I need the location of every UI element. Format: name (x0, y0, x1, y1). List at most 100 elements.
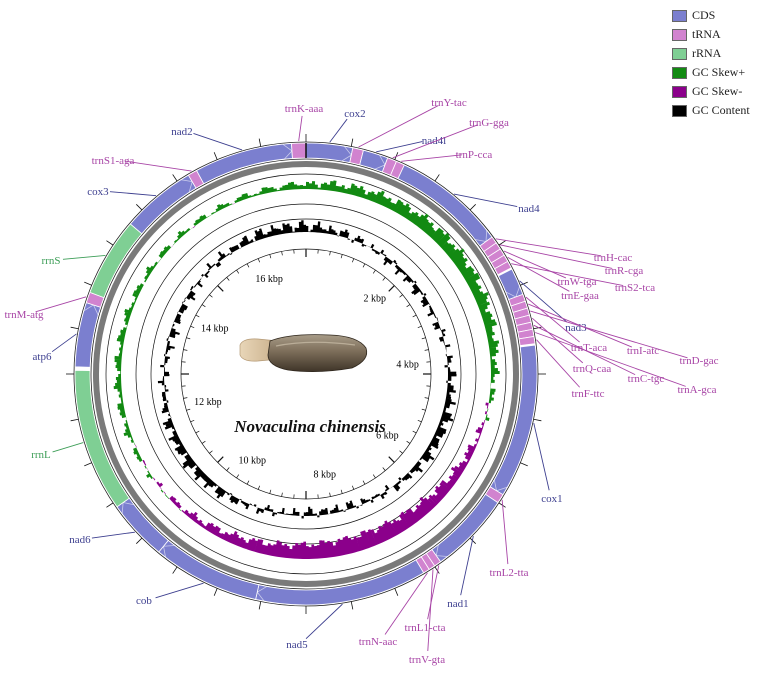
inner-tick (246, 263, 250, 268)
feature-trnS2-tca (494, 260, 512, 276)
inner-tick (351, 485, 355, 490)
outer-tick (136, 204, 143, 211)
inner-tick (417, 325, 422, 329)
inner-tick (382, 277, 386, 281)
inner-tick (236, 269, 240, 274)
leader-trnY-tac (358, 105, 439, 148)
leader-trnP-cca (401, 154, 463, 162)
inner-tick (281, 251, 283, 256)
inner-feature-circle (90, 158, 522, 590)
label-trnY-tac: trnY-tac (431, 97, 467, 109)
inner-tick (236, 474, 240, 479)
legend-item: GC Content (672, 101, 764, 120)
outer-tick (350, 601, 354, 610)
legend-item: GC Skew- (672, 82, 764, 101)
outer-tick (213, 152, 218, 160)
inner-tick (417, 419, 422, 423)
inner-tick (226, 467, 230, 471)
leader-trnG-gga (392, 124, 478, 159)
leader-trnS2-tca (511, 263, 624, 286)
label-trnV-gta: trnV-gta (409, 654, 445, 666)
inner-tick (406, 440, 411, 444)
leader-cox1 (533, 422, 550, 491)
kbp-label: 12 kbp (194, 397, 222, 408)
leader-trnL2-tta (501, 499, 509, 565)
inner-tick (186, 408, 191, 411)
outer-tick (469, 204, 476, 211)
kbp-label: 16 kbp (255, 274, 283, 285)
inner-tick (351, 258, 355, 263)
label-nad5: nad5 (286, 639, 308, 651)
label-trnF-ttc: trnF-ttc (572, 388, 605, 400)
inner-tick (421, 337, 426, 340)
outer-tick (106, 240, 114, 246)
inner-tick (201, 304, 206, 308)
leader-trnA-gca (535, 332, 686, 387)
inner-tick (362, 480, 366, 485)
inner-tick (362, 263, 366, 268)
inner-tick (209, 450, 213, 454)
outer-tick (70, 326, 79, 330)
label-cox2: cox2 (344, 108, 365, 120)
inner-tick (209, 294, 213, 298)
label-trnA-gca: trnA-gca (677, 384, 716, 396)
leader-nad2 (193, 132, 243, 151)
track-circle-1 (105, 173, 507, 575)
inner-tick (201, 440, 206, 444)
inner-tick (382, 467, 386, 471)
kbp-label: 10 kbp (239, 456, 267, 467)
inner-tick (340, 489, 343, 494)
label-trnN-aac: trnN-aac (359, 636, 398, 648)
outer-tick (84, 281, 92, 286)
legend-label: rRNA (692, 46, 722, 60)
label-cox1: cox1 (541, 493, 562, 505)
kbp-label: 4 kbp (396, 360, 419, 371)
inner-tick (186, 337, 191, 340)
label-cox3: cox3 (87, 186, 109, 198)
leader-trnV-gta (427, 569, 434, 652)
outer-tick (434, 174, 440, 182)
inner-tick (421, 408, 426, 411)
backbone-ring (93, 161, 519, 587)
species-name: Novaculina chinensis (234, 417, 386, 436)
inner-tick (226, 277, 230, 281)
leader-trnF-ttc (536, 339, 580, 388)
outer-tick (533, 418, 542, 422)
outer-tick (469, 537, 476, 544)
outer-tick (136, 537, 143, 544)
label-trnQ-caa: trnQ-caa (573, 363, 612, 375)
label-nad3: nad3 (565, 322, 587, 334)
inner-tick (412, 430, 417, 434)
leader-trnN-aac (384, 572, 428, 635)
outer-tick (520, 281, 528, 286)
leader-trnH-cac (495, 238, 602, 257)
label-nad1: nad1 (447, 598, 468, 610)
leader-trnL1-cta (427, 565, 440, 620)
legend-label: CDS (692, 8, 716, 22)
label-trnS2-tca: trnS2-tca (615, 282, 655, 294)
outer-tick (258, 138, 262, 147)
label-trnC-tgc: trnC-tgc (628, 373, 665, 385)
track-circle-3 (150, 218, 462, 530)
legend-swatch (672, 9, 687, 22)
legend-swatch (672, 104, 687, 117)
leader-trnM-atg (35, 296, 87, 313)
label-cob: cob (136, 595, 152, 607)
inner-tick (329, 492, 331, 497)
inner-tick (412, 314, 417, 318)
leader-rrnS (62, 254, 106, 260)
inner-tick (399, 450, 403, 454)
leader-cox3 (109, 191, 157, 197)
leader-trnW-tga (503, 250, 567, 279)
leader-nad4l (376, 141, 423, 153)
kbp-label: 6 kbp (376, 430, 399, 441)
legend-item: GC Skew+ (672, 63, 764, 82)
label-trnI-atc: trnI-atc (627, 345, 659, 357)
outer-tick (70, 418, 79, 422)
label-trnW-tga: trnW-tga (557, 276, 596, 288)
inner-tick (372, 474, 376, 479)
